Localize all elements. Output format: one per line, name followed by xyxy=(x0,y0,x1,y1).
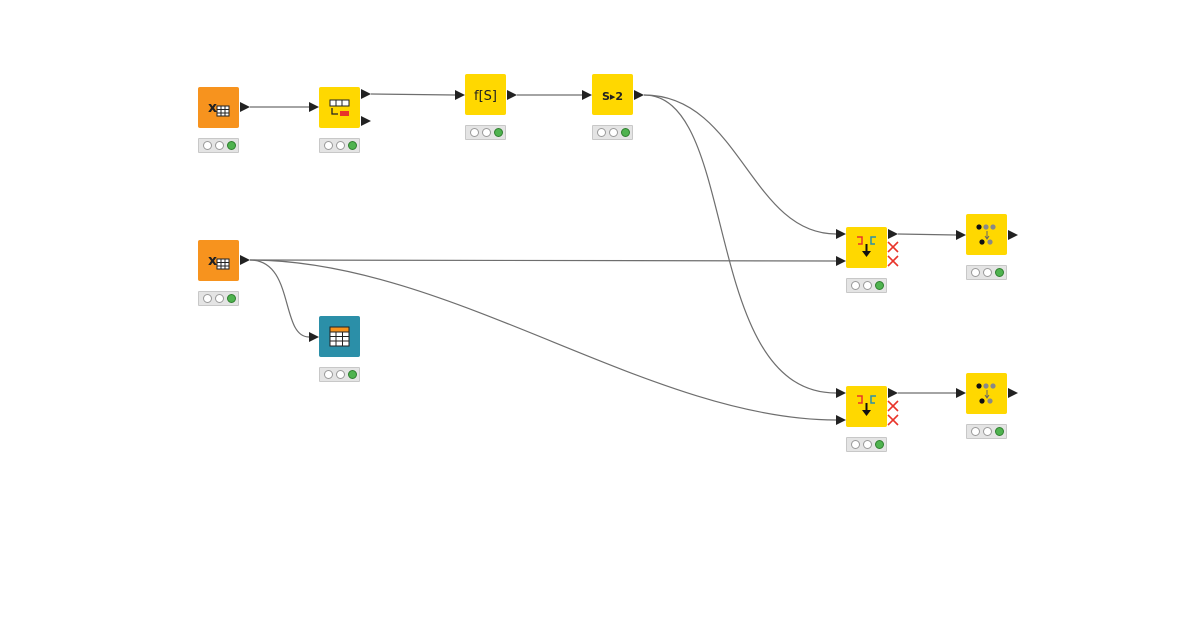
excel-reader-node[interactable]: x xyxy=(198,87,239,128)
column-filter-node[interactable] xyxy=(966,373,1007,414)
string-manipulation-label: f[S] xyxy=(474,89,497,104)
output-port[interactable] xyxy=(240,102,250,112)
string-manipulation-icon: f[S] xyxy=(474,89,497,104)
node-status-bar xyxy=(966,265,1007,280)
node-status-bar xyxy=(319,367,360,382)
output-port[interactable] xyxy=(240,255,250,265)
status-light-red xyxy=(203,294,212,303)
output-port-bottom[interactable] xyxy=(361,116,371,126)
input-port[interactable] xyxy=(309,102,319,112)
status-light-red xyxy=(597,128,606,137)
node-status-bar xyxy=(846,278,887,293)
svg-text:x: x xyxy=(208,100,217,116)
status-light-green xyxy=(621,128,630,137)
status-light-yellow xyxy=(609,128,618,137)
string-to-number-node[interactable]: S▸2 xyxy=(592,74,633,115)
node-status-bar xyxy=(592,125,633,140)
string-manipulation-node[interactable]: f[S] xyxy=(465,74,506,115)
input-port[interactable] xyxy=(455,90,465,100)
status-light-green xyxy=(227,294,236,303)
joiner-icon xyxy=(857,236,876,257)
status-light-red xyxy=(851,440,860,449)
status-light-green xyxy=(995,427,1004,436)
node-status-bar xyxy=(966,424,1007,439)
status-light-yellow xyxy=(215,294,224,303)
status-light-yellow xyxy=(983,427,992,436)
svg-text:x: x xyxy=(208,253,217,269)
status-light-green xyxy=(348,370,357,379)
node-status-bar xyxy=(465,125,506,140)
node-status-bar xyxy=(198,291,239,306)
status-light-yellow xyxy=(863,281,872,290)
column-filter-icon xyxy=(976,224,996,245)
status-light-yellow xyxy=(983,268,992,277)
row-splitter-icon xyxy=(329,99,350,116)
status-light-green xyxy=(995,268,1004,277)
status-light-red xyxy=(324,370,333,379)
status-light-red xyxy=(971,427,980,436)
connection-string-to-number-joiner-2 xyxy=(643,94,837,394)
excel-reader-icon: x xyxy=(208,253,230,270)
input-port-left[interactable] xyxy=(836,229,846,239)
string-to-number-label: S▸2 xyxy=(602,90,623,103)
column-filter-icon xyxy=(976,383,996,404)
output-port-top[interactable] xyxy=(361,89,371,99)
joiner-node[interactable] xyxy=(846,386,887,427)
output-port[interactable] xyxy=(634,90,644,100)
status-light-green xyxy=(494,128,503,137)
status-light-green xyxy=(227,141,236,150)
input-port-right[interactable] xyxy=(836,415,846,425)
inactive-port-icon xyxy=(887,255,899,267)
excel-reader-node[interactable]: x xyxy=(198,240,239,281)
excel-reader-icon: x xyxy=(208,100,230,117)
status-light-yellow xyxy=(215,141,224,150)
input-port[interactable] xyxy=(582,90,592,100)
status-light-green xyxy=(875,281,884,290)
inactive-port-icon xyxy=(887,241,899,253)
inactive-port-icon xyxy=(887,414,899,426)
input-port[interactable] xyxy=(956,388,966,398)
status-light-red xyxy=(203,141,212,150)
joiner-icon xyxy=(857,395,876,416)
connection-row-splitter-string-manipulation xyxy=(370,93,456,96)
node-status-bar xyxy=(319,138,360,153)
joiner-node[interactable] xyxy=(846,227,887,268)
table-view-icon xyxy=(329,326,350,347)
status-light-yellow xyxy=(863,440,872,449)
status-light-red xyxy=(851,281,860,290)
status-light-green xyxy=(875,440,884,449)
node-status-bar xyxy=(846,437,887,452)
string-to-number-icon: S▸2 xyxy=(602,90,623,103)
input-port[interactable] xyxy=(309,332,319,342)
column-filter-node[interactable] xyxy=(966,214,1007,255)
status-light-green xyxy=(348,141,357,150)
connection-string-to-number-joiner-1 xyxy=(643,94,837,235)
output-port[interactable] xyxy=(1008,230,1018,240)
status-light-yellow xyxy=(336,141,345,150)
output-port[interactable] xyxy=(507,90,517,100)
table-view-node[interactable] xyxy=(319,316,360,357)
output-port[interactable] xyxy=(888,388,898,398)
connection-excel-reader-2-joiner-1 xyxy=(249,259,837,262)
inactive-port-icon xyxy=(887,400,899,412)
input-port[interactable] xyxy=(956,230,966,240)
status-light-red xyxy=(324,141,333,150)
node-status-bar xyxy=(198,138,239,153)
status-light-red xyxy=(971,268,980,277)
output-port[interactable] xyxy=(1008,388,1018,398)
input-port-right[interactable] xyxy=(836,256,846,266)
row-splitter-node[interactable] xyxy=(319,87,360,128)
connection-excel-reader-2-table-view xyxy=(249,259,310,338)
status-light-red xyxy=(470,128,479,137)
status-light-yellow xyxy=(336,370,345,379)
output-port[interactable] xyxy=(888,229,898,239)
status-light-yellow xyxy=(482,128,491,137)
connection-excel-reader-2-joiner-2 xyxy=(249,259,837,421)
connection-joiner-1-column-filter-1 xyxy=(897,233,957,236)
input-port-left[interactable] xyxy=(836,388,846,398)
